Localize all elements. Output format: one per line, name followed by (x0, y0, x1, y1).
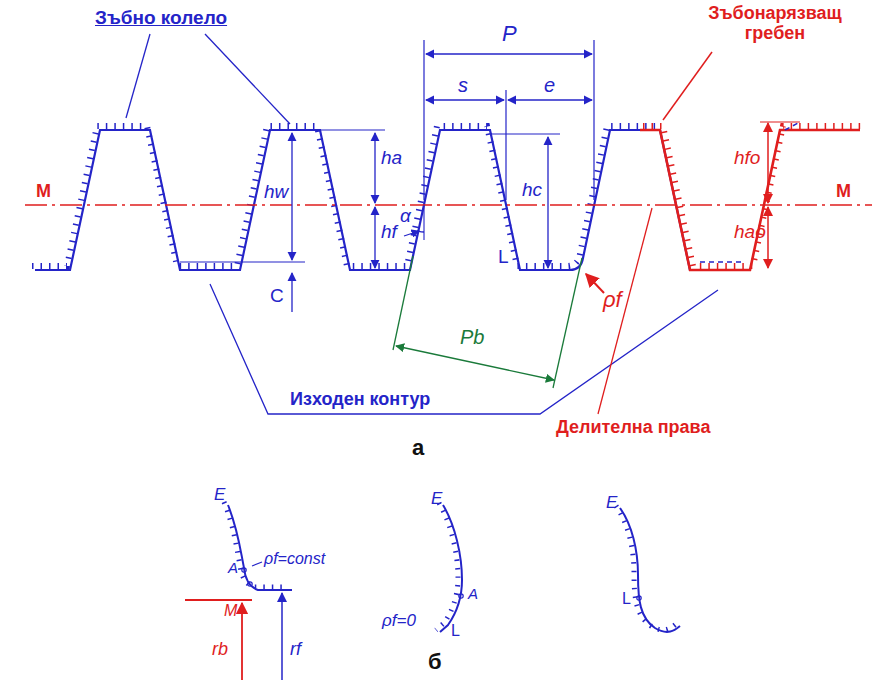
part-name: Изходен контур (290, 390, 430, 410)
extension-line (593, 40, 594, 200)
extension-line (553, 258, 582, 388)
base-line (185, 599, 252, 601)
point-label: L (451, 622, 460, 640)
radius-label: ρf=const (264, 550, 325, 568)
extension-line (393, 256, 413, 350)
figure-label: а (412, 436, 424, 460)
dimension-label: hw (264, 182, 288, 203)
dimension-line (374, 133, 375, 203)
hatching (643, 126, 863, 266)
dimension-line (767, 207, 769, 268)
hatching (224, 502, 288, 587)
rack-profile (640, 130, 860, 270)
radius-label: ρf=0 (382, 612, 416, 631)
radius-label: rf (290, 640, 301, 660)
dimension-line (426, 53, 592, 54)
angle-line (423, 205, 424, 240)
pitch-line (25, 204, 872, 206)
part-name: Зъбно колело (95, 8, 227, 29)
point-label: E (431, 490, 442, 509)
extension-line (760, 121, 800, 122)
dimension-label: hf (381, 222, 397, 243)
point (459, 594, 463, 598)
line-name: Делителна права (556, 418, 710, 438)
line-name: M (36, 182, 51, 202)
point (248, 582, 252, 586)
extension-line (505, 90, 506, 200)
dimension-label: hfo (734, 148, 760, 169)
dimension-label: P (502, 22, 517, 46)
dimension-line (767, 123, 769, 203)
radius-label: ρf (603, 288, 622, 312)
gear-profile (35, 130, 690, 270)
radius-arrow (241, 603, 243, 680)
radius-label: rb (212, 640, 228, 660)
dimension-label: hc (522, 180, 542, 201)
dimension-line (291, 273, 292, 312)
extension-line (180, 261, 305, 262)
figure-label: б (428, 650, 442, 674)
tooth-profile (440, 505, 462, 632)
hatching (616, 506, 676, 630)
dimension-line (374, 207, 375, 268)
radius-arrow (281, 593, 283, 680)
tooth-profile (228, 505, 292, 590)
leader-line (252, 562, 262, 566)
point (242, 568, 246, 572)
point-label: A (468, 586, 478, 603)
point-label: E (214, 486, 225, 505)
dimension-label: e (544, 74, 555, 96)
point-label: M (224, 602, 237, 620)
dashed-contour (700, 122, 800, 262)
point (637, 596, 641, 600)
part-name: Зъбонарязващ гребен (700, 4, 850, 44)
dimension-line (396, 346, 554, 380)
leader-line (126, 34, 150, 118)
extension-line (423, 40, 424, 200)
dimension-line (291, 133, 292, 260)
extension-line (490, 133, 560, 134)
dimension-label: C (270, 286, 284, 307)
dimension-label: Pb (460, 326, 484, 348)
dimension-line (426, 99, 504, 100)
dimension-label: s (458, 74, 468, 96)
point-label: A (228, 560, 238, 577)
point-label: L (622, 590, 631, 608)
leader-line (663, 52, 712, 120)
dimension-line (547, 137, 548, 268)
leader-line (598, 208, 652, 414)
dimension-line (508, 99, 592, 100)
tooth-profile (620, 508, 680, 632)
point-label: E (606, 494, 617, 513)
point-label: L (498, 247, 509, 268)
leader-line (210, 284, 718, 414)
line-name: M (836, 182, 851, 202)
angle-arrow (404, 231, 419, 236)
dimension-label: ha (381, 148, 402, 169)
extension-line (320, 129, 385, 130)
radius-arrow (586, 274, 604, 293)
leader-line (205, 34, 290, 124)
angle-label: α (400, 206, 411, 227)
dimension-label: hao (734, 222, 766, 243)
hatching (436, 503, 458, 630)
